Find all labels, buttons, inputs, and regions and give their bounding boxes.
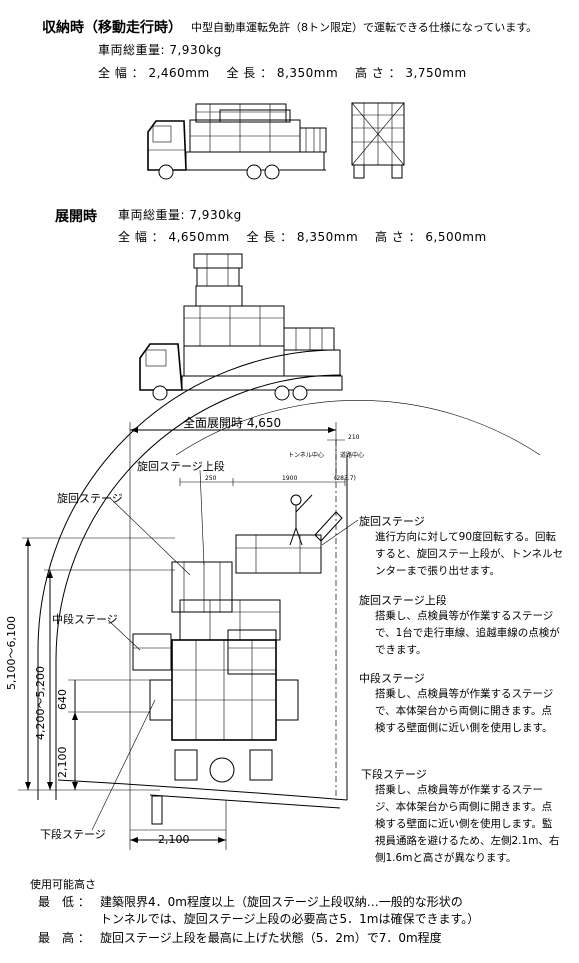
dim-2100-vertical: 2,100 — [56, 746, 69, 779]
label-upper-turning-stage: 旋回ステージ上段 — [137, 460, 225, 473]
small-dim-1900: 1900 — [282, 475, 298, 482]
label-middle-stage: 中段ステージ — [52, 613, 118, 626]
desc-middle-stage-title: 中段ステージ — [359, 672, 425, 685]
deployed-title: 展開時 — [55, 209, 97, 225]
full-width-dimension — [129, 422, 345, 850]
usable-height-heading: 使用可能高さ — [30, 878, 96, 891]
label-turning-stage: 旋回ステージ — [57, 492, 123, 505]
stowed-truck-side — [147, 103, 327, 180]
max-label: 最 高 ： — [38, 931, 90, 945]
tunnel-center-label: トンネル中心 — [288, 452, 324, 459]
desc-turning-stage-body: 進行方向に対して90度回転する。回転すると、旋回ステー上段が、トンネルセンターま… — [375, 531, 564, 577]
desc-lower-stage-title: 下段ステージ — [361, 768, 427, 781]
dim-640: 640 — [56, 689, 69, 710]
tunnel-arc — [37, 349, 339, 800]
desc-turning-stage-title: 旋回ステージ — [359, 515, 425, 528]
deployed-dimensions: 全 幅 ： 4,650mm 全 長 ： 8,350mm 高 さ ： 6,500m… — [118, 230, 487, 244]
stowed-truck-rear — [351, 102, 405, 179]
deployed-truck-side — [139, 253, 343, 401]
deployed-weight: 車両総重量: 7,930kg — [118, 208, 242, 222]
desc-middle-stage-body: 搭乗し、点検員等が作業するステージで、本体架台から両側に開きます。点検する壁面側… — [375, 688, 554, 734]
stowed-note: 中型自動車運転免許（8トン限定）で運転できる仕様になっています。 — [191, 21, 538, 34]
desc-upper-stage-body: 搭乗し、点検員等が作業するステージで、1台で走行車線、追越車線の点検ができます。 — [375, 610, 560, 656]
stowed-title: 収納時（移動走行時） — [42, 20, 182, 36]
dim-5100-6100: 5,100〜6,100 — [5, 616, 18, 690]
label-lower-stage: 下段ステージ — [40, 828, 106, 841]
dim-2100-horizontal: 2,100 — [158, 833, 190, 846]
road-center-label: 道路中心 — [340, 452, 365, 459]
small-dim-250: 250 — [205, 475, 217, 482]
stowed-dimensions: 全 幅 ： 2,460mm 全 長 ： 8,350mm 高 さ ： 3,750m… — [98, 66, 467, 80]
desc-lower-stage-body: 搭乗し、点検員等が作業するステージ、本体架台から両側に開きます。点検する壁面に近… — [375, 784, 560, 864]
full-width-label: 全面展開時 4,650 — [183, 416, 282, 430]
desc-upper-stage-title: 旋回ステージ上段 — [359, 594, 447, 607]
min-line-2: トンネルでは、旋回ステージ上段の必要高さ5．1mは確保できます。） — [100, 912, 480, 926]
max-line: 旋回ステージ上段を最高に上げた状態（5．2m）で7．0m程度 — [100, 931, 442, 945]
top-dimension-210: 210 — [348, 434, 360, 441]
min-line-1: 建築限界4．0m程度以上（旋回ステージ上段収納…一般的な形状の — [100, 895, 463, 909]
small-dim-283: (283.7) — [334, 475, 356, 482]
min-label: 最 低 ： — [38, 895, 90, 909]
stowed-weight: 車両総重量: 7,930kg — [98, 43, 222, 57]
dim-4200-5200: 4,200〜5,200 — [34, 666, 47, 740]
